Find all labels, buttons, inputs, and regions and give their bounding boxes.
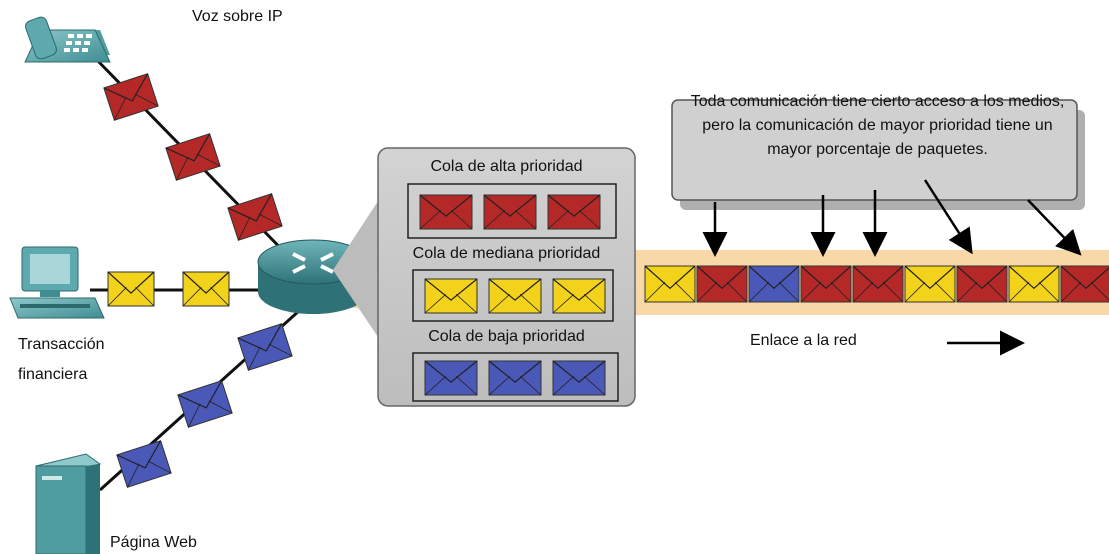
medium-priority-packet — [488, 278, 542, 314]
high-priority-packet — [419, 194, 473, 230]
cable-packet-blue — [177, 380, 233, 428]
medium-priority-packet — [552, 278, 606, 314]
callout-text: Toda comunicación tiene cierto acceso a … — [690, 93, 1065, 158]
link-packet-yellow — [644, 265, 696, 303]
cable-packet-yellow — [182, 271, 230, 307]
transaction-label-line2: financiera — [18, 366, 88, 383]
packets-layer — [103, 73, 1109, 488]
callout-arrows — [702, 179, 1082, 257]
link-packet-yellow — [904, 265, 956, 303]
transaction-label-line1: Transacción — [18, 336, 105, 353]
high-priority-queue-box — [407, 183, 617, 239]
medium-priority-packet — [424, 278, 478, 314]
cable-packet-red — [103, 73, 159, 121]
cable-packet-yellow — [107, 271, 155, 307]
voip-label: Voz sobre IP — [192, 8, 283, 25]
web-label: Página Web — [110, 534, 197, 551]
low-priority-packet — [552, 360, 606, 396]
cable-packet-red — [165, 133, 221, 181]
network-link-label: Enlace a la red — [750, 332, 857, 349]
link-packet-red — [852, 265, 904, 303]
callout-box — [671, 99, 1085, 210]
high-priority-packet — [483, 194, 537, 230]
medium-priority-queue-label: Cola de mediana prioridad — [412, 245, 601, 262]
link-packet-yellow — [1008, 265, 1060, 303]
high-priority-queue-label: Cola de alta prioridad — [430, 158, 583, 175]
low-priority-packet — [488, 360, 542, 396]
link-packet-red — [1060, 265, 1109, 303]
link-packet-red — [800, 265, 852, 303]
link-packet-red — [956, 265, 1008, 303]
server-icon — [34, 453, 102, 554]
cable-packet-red — [227, 193, 283, 241]
computer-icon — [9, 246, 105, 319]
medium-priority-queue-box — [412, 269, 614, 322]
cable-packet-blue — [116, 440, 172, 488]
low-priority-queue-label: Cola de baja prioridad — [428, 328, 585, 345]
ip-phone-icon — [24, 16, 111, 63]
link-packet-blue — [748, 265, 800, 303]
low-priority-packet — [424, 360, 478, 396]
cable-packet-blue — [237, 323, 293, 371]
high-priority-packet — [547, 194, 601, 230]
low-priority-queue-box — [412, 352, 619, 402]
link-packet-red — [696, 265, 748, 303]
